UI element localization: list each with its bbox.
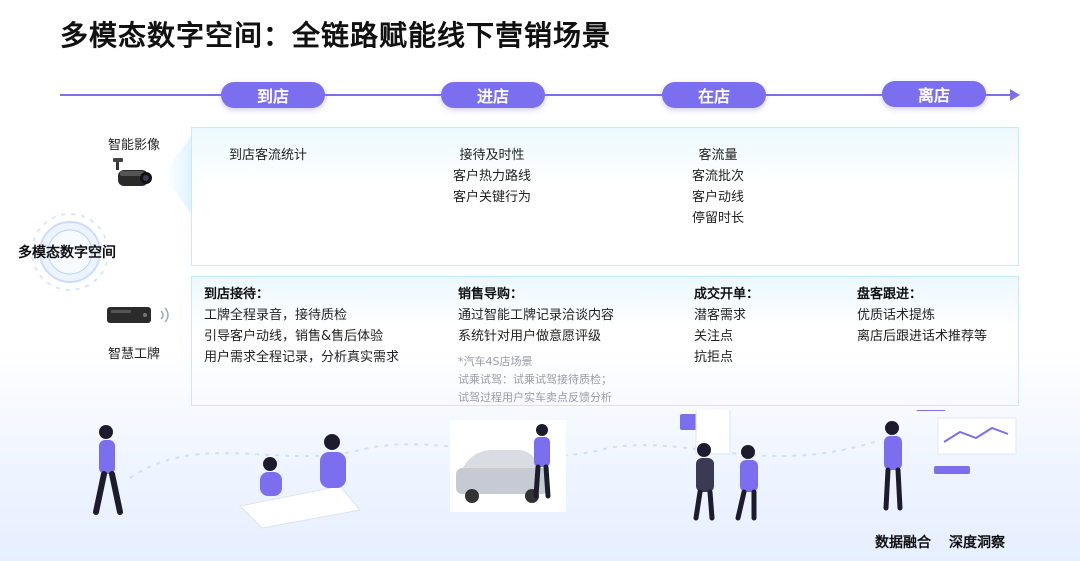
deal-block: 成交开单： 潜客需求 关注点 抗拒点 [694,284,759,368]
scenario-note: 试乘试驾：试乘试驾接待质检； [458,373,612,386]
list-item: 接待及时性 [459,148,525,163]
list-item: 客流量 [698,148,738,163]
panel-video [191,127,1019,266]
list-item: 优质话术提炼 [857,308,936,323]
page-title: 多模态数字空间：全链路赋能线下营销场景 [60,19,612,52]
deal-heading: 成交开单： [694,287,760,302]
scenario-note: *汽车4S店场景 [458,355,533,368]
reception-block: 到店接待： 工牌全程录音，接待质检 引导客户动线，销售&售后体验 用户需求全程记… [204,284,399,368]
followup-heading: 盘客跟进： [857,287,923,302]
panel-badge [191,276,1019,406]
signal-icon [158,306,174,324]
list-item: 潜客需求 [694,308,747,323]
list-item: 抗拒点 [694,350,734,365]
list-item: 用户需求全程记录，分析真实需求 [204,350,400,365]
list-item: 客流批次 [691,169,744,184]
video-arrive-item: 到店客流统计 [229,148,308,163]
camera-beam [166,135,192,215]
list-item: 工牌全程录音，接待质检 [204,308,348,323]
list-item: 停留时长 [691,211,744,226]
list-item: 客户关键行为 [452,190,531,205]
list-item: 系统针对用户做意愿评级 [458,329,602,344]
scenario-note: 试驾过程用户实车卖点反馈分析 [458,391,612,404]
followup-block: 盘客跟进： 优质话术提炼 离店后跟进话术推荐等 [857,284,987,347]
camera-icon [112,158,154,194]
sales-heading: 销售导购： [458,287,524,302]
core-label: 多模态数字空间 [18,245,116,261]
timeline-arrow-icon [1010,89,1020,101]
hub-icon [30,212,110,292]
list-item: 离店后跟进话术推荐等 [857,329,988,344]
scene-illustration [0,404,1080,561]
list-item: 通过智能工牌记录洽谈内容 [458,308,615,323]
list-item: 客户热力路线 [452,169,531,184]
list-item: 关注点 [694,329,734,344]
sales-block: 销售导购： 通过智能工牌记录洽谈内容 系统针对用户做意愿评级 *汽车4S店场景 … [458,284,614,407]
video-instore-list: 客流量 客流批次 客户动线 停留时长 [668,145,768,229]
stage-leave: 离店 [882,81,986,107]
video-enter-list: 接待及时性 客户热力路线 客户关键行为 [442,145,542,208]
footer-text-insight: 深度洞察 [949,535,1005,551]
badge-device-icon [107,305,155,325]
stage-enter: 进店 [441,82,545,108]
stage-arrive: 到店 [221,82,325,108]
reception-heading: 到店接待： [204,287,270,302]
list-item: 客户动线 [691,190,744,205]
list-item: 引导客户动线，销售&售后体验 [204,329,384,344]
stage-instore: 在店 [662,82,766,108]
camera-label: 智能影像 [108,138,161,153]
footer-text-fusion: 数据融合 [875,535,931,551]
badge-label: 智慧工牌 [108,347,161,362]
